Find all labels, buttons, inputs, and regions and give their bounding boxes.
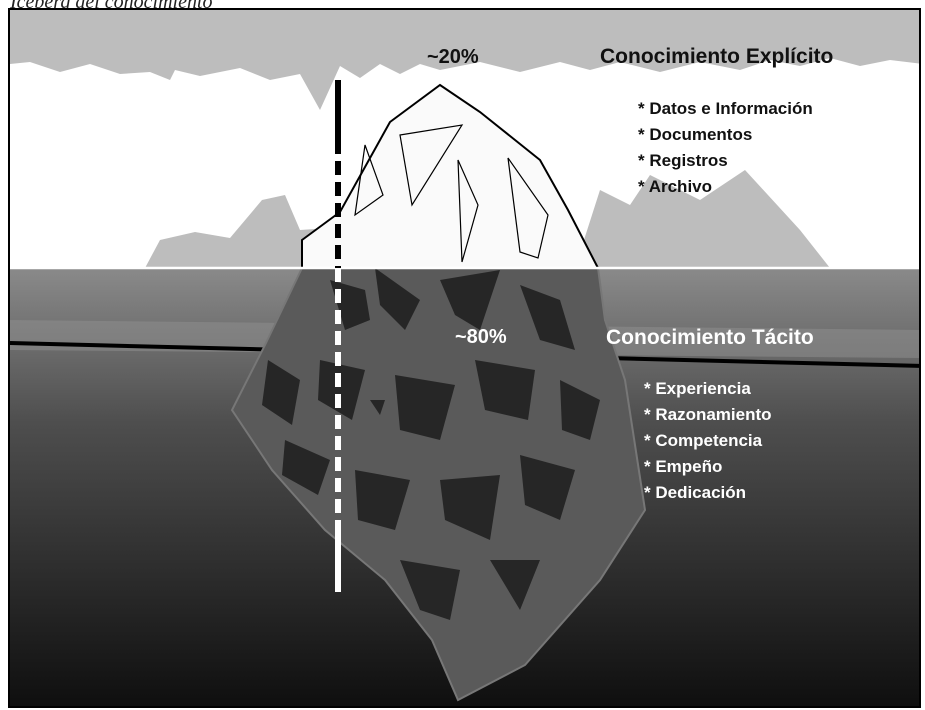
iceberg-tip-facets (354, 124, 549, 263)
explicit-item-documents: * Documentos (638, 125, 753, 144)
explicit-percent: ~20% (427, 46, 479, 68)
tacit-list: * Experiencia * Razonamiento * Competenc… (644, 376, 772, 506)
iceberg-tip (301, 83, 600, 269)
explicit-title: Conocimiento Explícito (600, 45, 834, 68)
explicit-list: * Datos e Información * Documentos * Reg… (638, 96, 813, 200)
mountains-right (575, 170, 830, 268)
tacit-title: Conocimiento Tácito (606, 326, 814, 349)
explicit-item-data: * Datos e Información (638, 99, 813, 118)
mountains-left (145, 195, 330, 268)
iceberg-illustration (10, 10, 919, 706)
tacit-item-commitment: * Empeño (644, 457, 723, 476)
tacit-item-competence: * Competencia (644, 431, 763, 450)
sky-band (10, 10, 919, 110)
iceberg-diagram: ~20% Conocimiento Explícito * Datos e In… (8, 8, 921, 708)
iceberg-facets (262, 268, 600, 620)
tacit-item-experience: * Experiencia (644, 379, 751, 398)
explicit-item-archive: * Archivo (638, 177, 713, 196)
tacit-item-reasoning: * Razonamiento (644, 405, 772, 424)
tacit-percent: ~80% (455, 326, 507, 348)
tacit-item-dedication: * Dedicación (644, 483, 747, 502)
explicit-item-records: * Registros (638, 151, 728, 170)
